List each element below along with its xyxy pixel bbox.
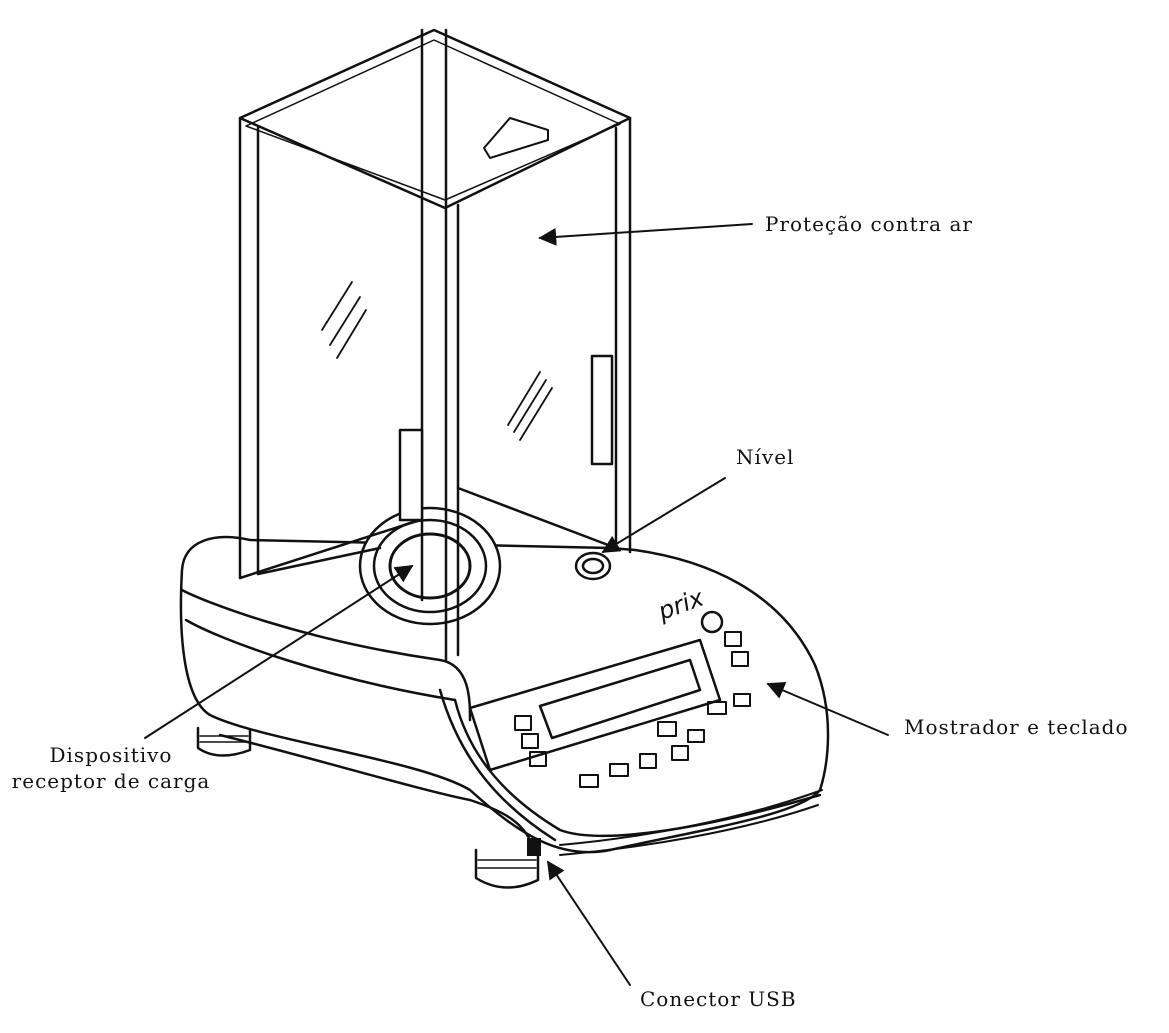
label-load-receptor-line2: receptor de carga [11, 769, 211, 793]
label-display-keypad: Mostrador e teclado [904, 715, 1129, 739]
leader-lines [144, 223, 889, 986]
balance-feet [196, 726, 540, 889]
label-level: Nível [736, 445, 795, 469]
balance-base [179, 535, 830, 856]
arrow-level [601, 477, 726, 553]
weighing-pan [358, 506, 502, 626]
label-load-receptor: Dispositivo receptor de carga [0, 742, 222, 794]
label-usb-connector: Conector USB [640, 987, 797, 1011]
level-bubble [574, 551, 612, 581]
arrow-usb-connector [547, 860, 631, 986]
arrow-air-shield [538, 223, 753, 246]
draft-shield [238, 28, 632, 662]
label-load-receptor-line1: Dispositivo [49, 743, 173, 767]
arrow-load-receptor [144, 565, 414, 739]
label-air-shield: Proteção contra ar [765, 212, 973, 236]
arrow-display-keypad [766, 682, 889, 736]
